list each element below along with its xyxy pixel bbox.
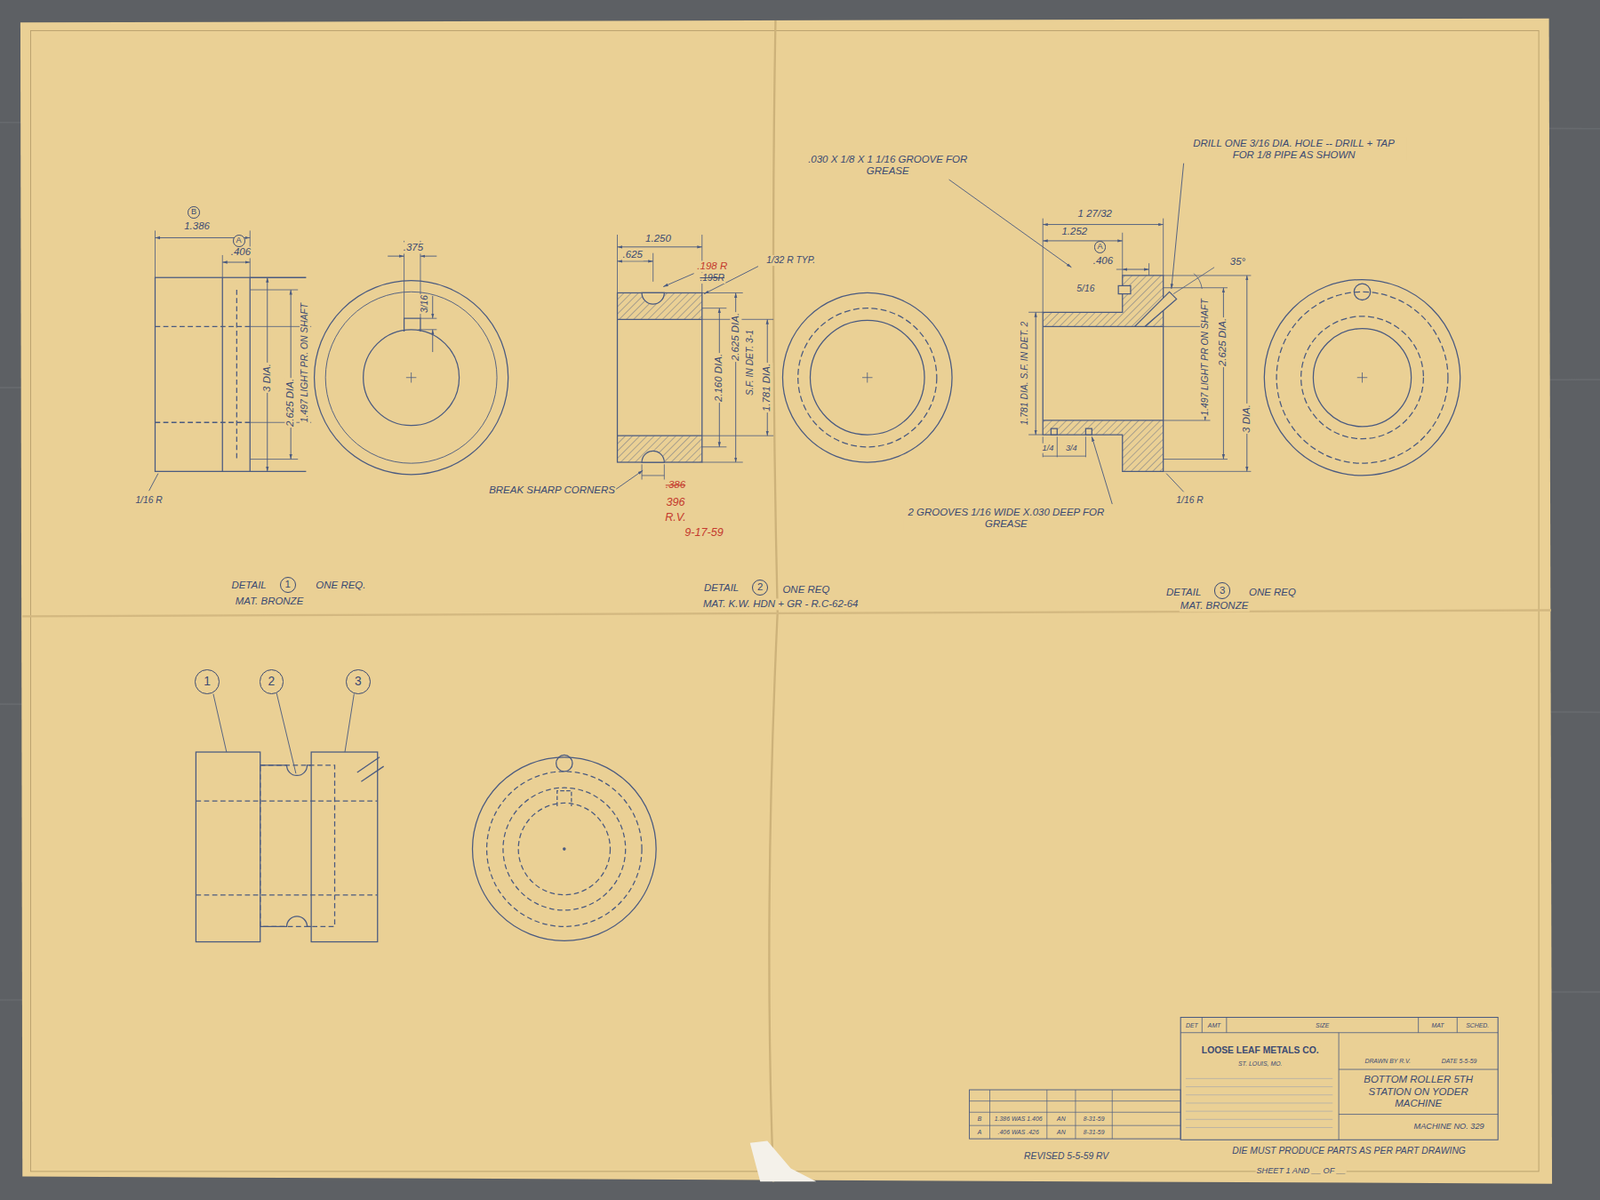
callout-number: 2 (259, 669, 285, 695)
dimension-text: 1.250 (644, 232, 672, 245)
dimension-text: 1 27/32 (1077, 208, 1113, 220)
note-text: DETAIL (1165, 586, 1202, 599)
title-block-text: REVISED 5-5-59 RV (1023, 1151, 1110, 1162)
dimension-text: 1.781 DIA. S.F. IN DET. 2 (1019, 320, 1031, 427)
callout-text: A (236, 236, 242, 245)
title-block-text: AMT (1207, 1022, 1223, 1030)
title-block-text: 1.386 WAS 1.406 (993, 1115, 1044, 1123)
dimension-text: .406 (230, 246, 252, 258)
title-block-text: MAT (1430, 1022, 1445, 1030)
note-text: MAT. K.W. HDN + GR - R.C-62-64 (702, 598, 860, 610)
dimension-text: 2.625 DIA. (1217, 316, 1230, 367)
detail-number: 1 (280, 576, 296, 593)
dimension-text: S.F. IN DET. 3-1 (744, 328, 756, 396)
dimension-text: 1.497 LIGHT PR. ON SHAFT (299, 301, 311, 423)
callout-text: 2 (268, 675, 276, 688)
revision-marker: A (1094, 240, 1107, 254)
callout-text: A (1096, 242, 1103, 251)
dimension-text: .625 (622, 248, 644, 261)
title-block-text: LOOSE LEAF METALS CO. (1200, 1045, 1320, 1056)
revision-mark: R.V. (664, 511, 688, 525)
dimension-text: 3 DIA. (1240, 403, 1253, 434)
title-block-text: DRAWN BY R.V. (1363, 1057, 1412, 1065)
note-text: ONE REQ (781, 584, 831, 596)
title-block-text: 8-31-59 (1082, 1115, 1106, 1123)
title-block-text: B (976, 1115, 984, 1123)
title-block-text: DIE MUST PRODUCE PARTS AS PER PART DRAWI… (1231, 1145, 1467, 1157)
dimension-text: 2.160 DIA. (713, 352, 726, 403)
dimension-text: 1/16 R (134, 495, 163, 506)
revision-mark: .386 (664, 480, 687, 492)
revision-mark: 9-17-59 (683, 526, 724, 540)
note-text: ONE REQ (1248, 586, 1297, 599)
note-text: DETAIL (703, 583, 740, 595)
note-text: DETAIL (230, 579, 267, 592)
dimension-text: 1.781 DIA. (761, 362, 774, 413)
dimension-text: 3/16 (419, 294, 431, 314)
title-block-text: BOTTOM ROLLER 5TH STATION ON YODER MACHI… (1360, 1074, 1477, 1111)
dimension-text: 3/4 (1064, 443, 1079, 454)
dimension-text: 2.625 DIA. (285, 377, 297, 428)
callout-text: 1 (203, 675, 211, 688)
title-block-text: DET (1184, 1022, 1200, 1030)
dimension-text: 1/16 R (1175, 495, 1204, 506)
callout-number: 1 (194, 669, 220, 695)
dimension-text: 1.497 LIGHT PR ON SHAFT (1200, 297, 1211, 416)
title-block-text: SIZE (1314, 1022, 1330, 1030)
title-block-text: ST. LOUIS, MO. (1237, 1060, 1283, 1068)
title-block-text: DATE 5-5-59 (1440, 1057, 1479, 1065)
note-text: .030 X 1/8 X 1 1/16 GROOVE FOR GREASE (794, 153, 981, 177)
dimension-text: 3 DIA. (261, 362, 273, 393)
callout-text: 3 (354, 675, 362, 688)
dimension-text: .406 (1092, 255, 1114, 267)
note-text: MAT. BRONZE (234, 596, 304, 608)
note-text: BREAK SHARP CORNERS (488, 485, 616, 497)
revision-mark: .195R (698, 272, 726, 284)
revision-marker: A (232, 234, 246, 248)
title-block-text: SHEET 1 AND __ OF __ (1255, 1165, 1346, 1176)
dimension-text: 2.625 DIA. (729, 312, 742, 362)
dimension-text: 1.252 (1060, 225, 1088, 238)
dimension-text: 5/16 (1075, 283, 1096, 295)
title-block-text: AN (1056, 1128, 1067, 1136)
callout-text: 3 (1219, 585, 1225, 596)
revision-mark: 396 (664, 496, 686, 510)
callout-text: B (191, 208, 197, 216)
dimension-text: 35° (1229, 256, 1247, 268)
dimension-text: 1/4 (1041, 443, 1056, 454)
note-text: ONE REQ. (314, 579, 367, 592)
title-block-text: .406 WAS .426 (997, 1128, 1040, 1136)
callout-number: 3 (345, 669, 371, 695)
note-text: DRILL ONE 3/16 DIA. HOLE -- DRILL + TAP … (1180, 136, 1408, 160)
revision-mark: .198 R (696, 260, 728, 272)
dimension-text: .375 (402, 241, 424, 254)
callout-text: 2 (757, 582, 763, 592)
revision-marker: B (187, 206, 200, 219)
note-text: MAT. BRONZE (1179, 600, 1249, 612)
title-block-text: AN (1056, 1115, 1067, 1123)
title-block-text: SCHED. (1464, 1022, 1490, 1030)
title-block-text: MACHINE NO. 329 (1413, 1121, 1486, 1132)
callout-text: 1 (285, 579, 291, 590)
dimension-text: 1/32 R TYP. (765, 255, 816, 266)
dimension-text: 1.386 (183, 220, 211, 232)
note-text: 2 GROOVES 1/16 WIDE X.030 DEEP FOR GREAS… (903, 506, 1110, 530)
title-block-text: 8-31-59 (1082, 1128, 1106, 1136)
title-block-text: A (976, 1128, 984, 1136)
